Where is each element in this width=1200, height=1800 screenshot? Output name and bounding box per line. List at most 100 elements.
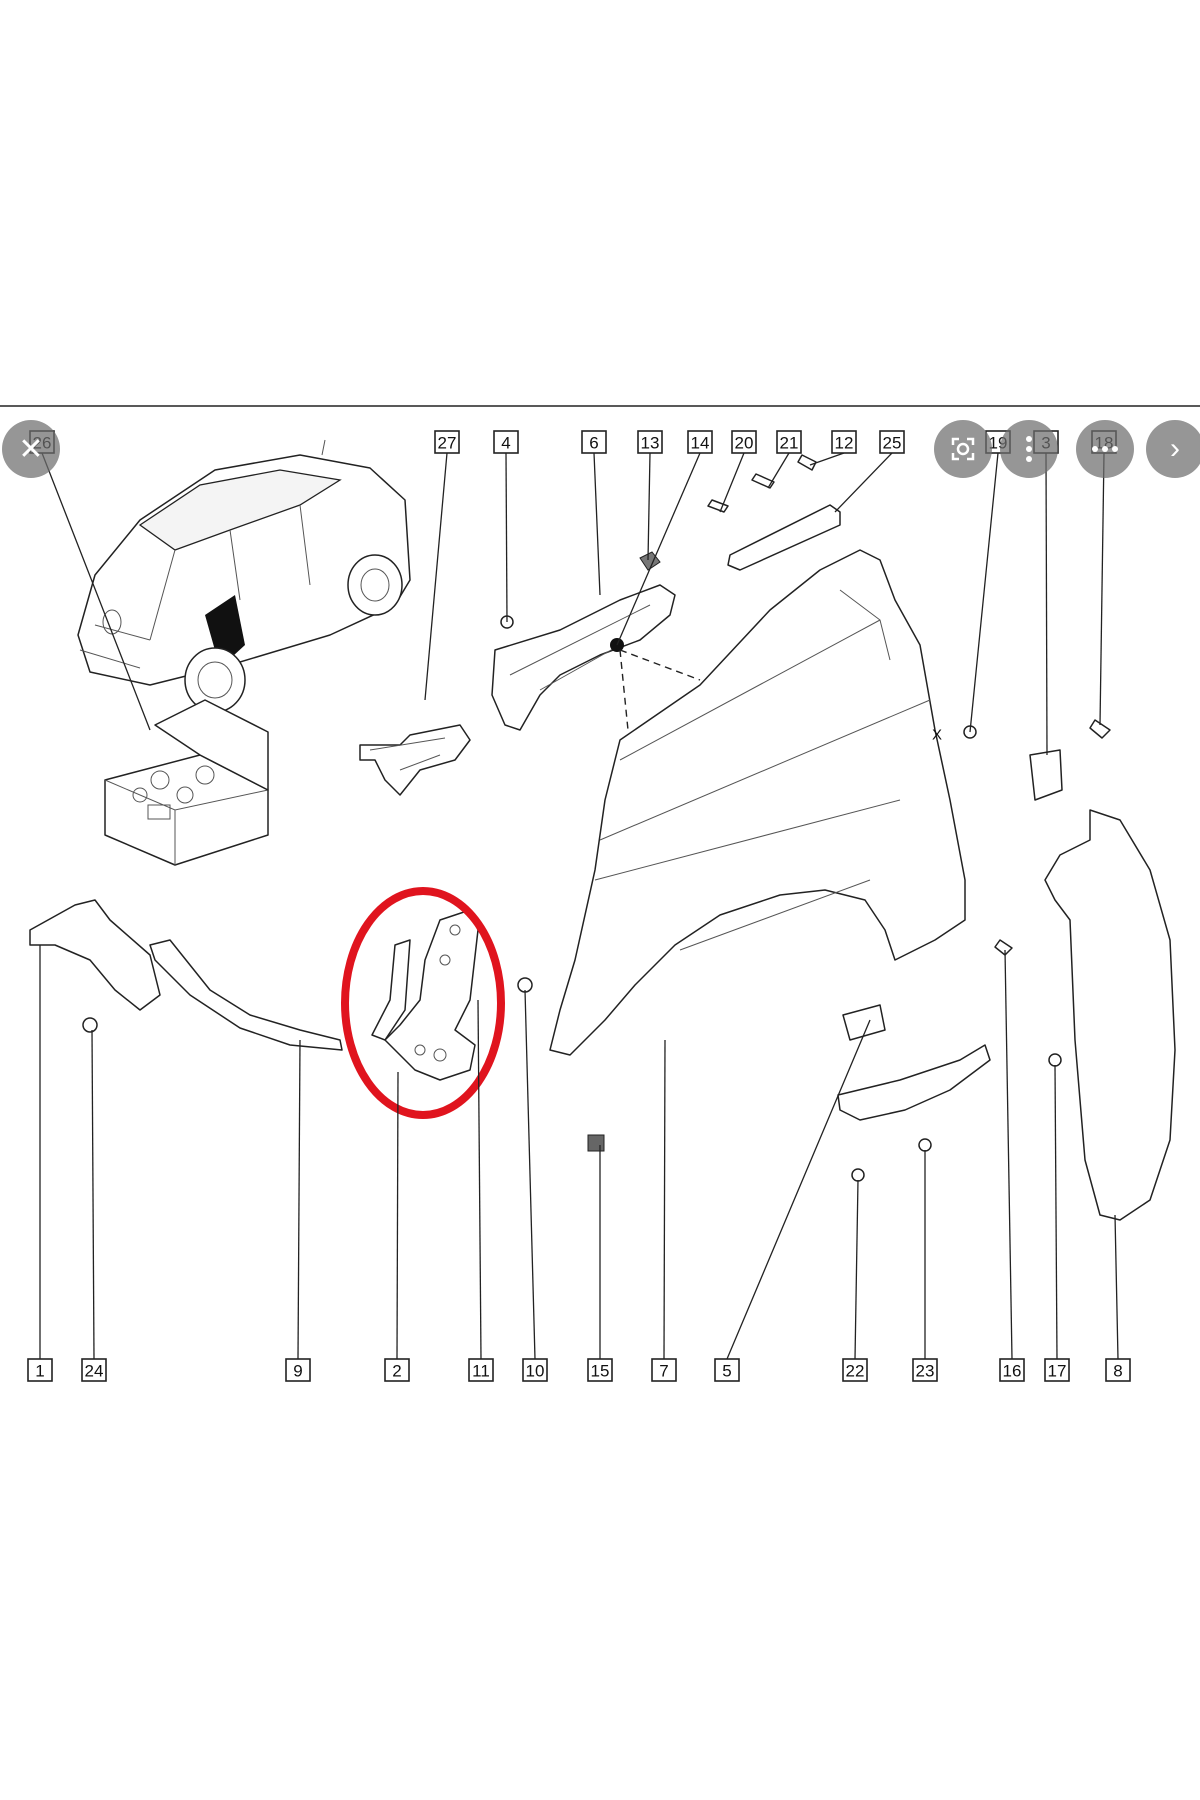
x-marker-label: X bbox=[932, 727, 942, 744]
callout-number: 1 bbox=[35, 1362, 44, 1381]
fastener-10 bbox=[517, 977, 533, 993]
top-blank-area bbox=[0, 0, 1200, 405]
callout-box bbox=[714, 1358, 740, 1382]
callout-12: 12 bbox=[831, 430, 857, 454]
callout-box bbox=[999, 1358, 1025, 1382]
callout-5: 5 bbox=[714, 1358, 740, 1382]
callout-box bbox=[731, 430, 757, 454]
leader-line bbox=[719, 452, 745, 513]
callout-13: 13 bbox=[637, 430, 663, 454]
leader-line bbox=[1114, 1214, 1119, 1360]
leader-line bbox=[396, 1071, 399, 1360]
more-options-button[interactable] bbox=[1000, 420, 1058, 478]
callout-box bbox=[1105, 1358, 1131, 1382]
lens-search-button[interactable] bbox=[934, 420, 992, 478]
leader-line bbox=[593, 452, 601, 596]
callout-box bbox=[687, 430, 713, 454]
callout-number: 20 bbox=[735, 434, 754, 453]
wheel-arch-liner-8 bbox=[1044, 809, 1176, 1221]
callout-number: 24 bbox=[85, 1362, 104, 1381]
leader-line bbox=[1054, 1064, 1058, 1360]
callout-box bbox=[842, 1358, 868, 1382]
callout-number: 7 bbox=[659, 1362, 668, 1381]
highlight-circle bbox=[341, 887, 505, 1119]
clip-15 bbox=[587, 1134, 605, 1152]
callout-2: 2 bbox=[384, 1358, 410, 1382]
callout-box bbox=[879, 430, 905, 454]
callout-number: 9 bbox=[293, 1362, 302, 1381]
more-horizontal-icon bbox=[1092, 446, 1118, 452]
callout-number: 16 bbox=[1003, 1362, 1022, 1381]
bracket-5 bbox=[837, 1004, 991, 1121]
callout-1: 1 bbox=[27, 1358, 53, 1382]
close-icon: ✕ bbox=[18, 432, 44, 466]
callout-number: 14 bbox=[691, 434, 710, 453]
callout-box bbox=[434, 430, 460, 454]
leader-line bbox=[1004, 949, 1013, 1360]
callout-22: 22 bbox=[842, 1358, 868, 1382]
callout-box bbox=[581, 430, 607, 454]
front-fender bbox=[549, 549, 966, 1056]
leader-line bbox=[1099, 452, 1105, 726]
callout-box bbox=[468, 1358, 494, 1382]
callout-box bbox=[493, 430, 519, 454]
callout-number: 4 bbox=[501, 434, 510, 453]
callout-number: 15 bbox=[591, 1362, 610, 1381]
callout-20: 20 bbox=[731, 430, 757, 454]
next-image-button[interactable]: › bbox=[1146, 420, 1200, 478]
callout-box bbox=[912, 1358, 938, 1382]
callout-15: 15 bbox=[587, 1358, 613, 1382]
hinge-bracket-2 bbox=[371, 909, 479, 1081]
callout-23: 23 bbox=[912, 1358, 938, 1382]
callout-16: 16 bbox=[999, 1358, 1025, 1382]
callout-6: 6 bbox=[581, 430, 607, 454]
more-vertical-icon bbox=[1026, 436, 1032, 462]
callout-box bbox=[81, 1358, 107, 1382]
bracket-3 bbox=[1029, 749, 1063, 801]
callout-number: 11 bbox=[472, 1362, 490, 1381]
more-horizontal-button[interactable] bbox=[1076, 420, 1134, 478]
leader-line bbox=[91, 1029, 95, 1360]
callout-4: 4 bbox=[493, 430, 519, 454]
leader-line bbox=[809, 452, 845, 466]
callout-number: 13 bbox=[641, 434, 660, 453]
callout-box bbox=[522, 1358, 548, 1382]
callout-box bbox=[587, 1358, 613, 1382]
leader-line bbox=[663, 1039, 666, 1360]
callout-number: 5 bbox=[722, 1362, 731, 1381]
screws-20-21-12 bbox=[707, 454, 817, 513]
leader-line bbox=[297, 1039, 301, 1360]
leader-line bbox=[41, 452, 151, 731]
callout-27: 27 bbox=[434, 430, 460, 454]
callout-11: 11 bbox=[468, 1358, 494, 1382]
leader-line bbox=[969, 452, 999, 733]
bottom-blank-area bbox=[0, 1400, 1200, 1800]
kit-box bbox=[104, 699, 269, 866]
leader-line bbox=[854, 1179, 859, 1360]
callout-box bbox=[651, 1358, 677, 1382]
chevron-right-icon: › bbox=[1170, 432, 1180, 465]
lens-search-icon bbox=[951, 437, 975, 461]
callout-number: 23 bbox=[916, 1362, 935, 1381]
leader-line bbox=[477, 999, 482, 1360]
leader-line bbox=[424, 452, 448, 701]
callout-number: 6 bbox=[589, 434, 598, 453]
callout-box bbox=[637, 430, 663, 454]
seal-strip-9 bbox=[149, 939, 343, 1051]
callout-number: 12 bbox=[835, 434, 854, 453]
leader-line bbox=[616, 452, 701, 646]
leader-lines bbox=[39, 452, 1119, 1360]
callout-10: 10 bbox=[522, 1358, 548, 1382]
callout-number: 27 bbox=[438, 434, 457, 453]
callout-number: 17 bbox=[1048, 1362, 1067, 1381]
callout-25: 25 bbox=[879, 430, 905, 454]
callout-number: 25 bbox=[883, 434, 902, 453]
screw-18 bbox=[1089, 719, 1111, 739]
callout-number: 10 bbox=[526, 1362, 545, 1381]
close-button[interactable]: ✕ bbox=[2, 420, 60, 478]
leader-line bbox=[524, 989, 536, 1360]
nut-24 bbox=[82, 1017, 98, 1033]
callout-14: 14 bbox=[687, 430, 713, 454]
leader-line bbox=[1045, 452, 1048, 756]
callout-8: 8 bbox=[1105, 1358, 1131, 1382]
